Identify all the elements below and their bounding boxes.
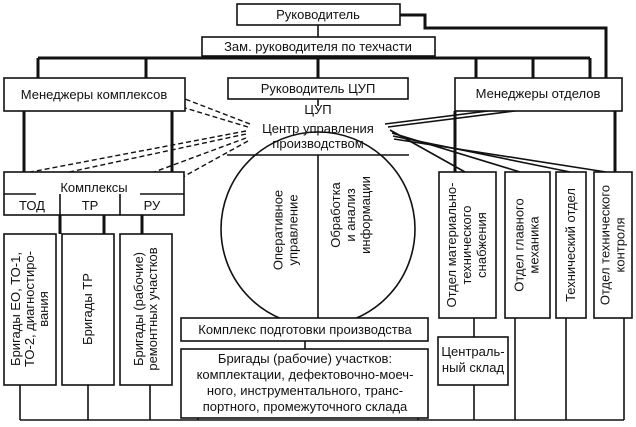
- brigades-sites-label: Бригады (рабочие) участков:комплектации,…: [197, 351, 414, 414]
- box-dept-managers: Менеджеры отделов: [454, 77, 623, 112]
- box-complexes: Комплексы ТОД ТР РУ: [3, 171, 185, 216]
- cup-operational-label: Оперативноеуправление: [271, 190, 301, 270]
- box-dept-tech: Технический отдел: [555, 171, 587, 319]
- dept-managers-label: Менеджеры отделов: [476, 86, 601, 101]
- box-deputy: Зам. руководителя по техчасти: [201, 36, 436, 57]
- tod-label: ТОД: [19, 198, 45, 213]
- complexes-label: Комплексы: [60, 180, 127, 195]
- box-brigades-repair: Бригады (рабочие)ремонтных участков: [119, 233, 173, 386]
- box-dept-mechanic: Отдел главногомеханика: [504, 171, 551, 319]
- dept-supply-label: Отдел материально-техническогоснабжения: [444, 183, 489, 308]
- box-complex-managers: Менеджеры комплексов: [3, 77, 186, 112]
- box-brigades-tr: Бригады ТР: [61, 233, 115, 386]
- cup-head-label: Руководитель ЦУП: [261, 81, 376, 96]
- box-brigades-eo: Бригады ЕО, ТО-1,ТО-2, диагностиро-вания: [3, 233, 57, 386]
- brigades-eo-label: Бригады ЕО, ТО-1,ТО-2, диагностиро-вания: [8, 251, 51, 367]
- dept-control-label: Отдел техническогоконтроля: [598, 185, 628, 305]
- ru-label: РУ: [144, 198, 161, 213]
- box-cup-head: Руководитель ЦУП: [227, 77, 409, 100]
- cup-title: ЦУП: [304, 102, 331, 117]
- head-label: Руководитель: [276, 7, 360, 22]
- box-dept-supply: Отдел материально-техническогоснабжения: [438, 171, 497, 319]
- prep-complex-label: Комплекс подготовки производства: [198, 322, 412, 337]
- box-head: Руководитель: [236, 3, 401, 26]
- tr-label: ТР: [82, 198, 99, 213]
- box-dept-control: Отдел техническогоконтроля: [593, 171, 633, 319]
- box-brigades-sites: Бригады (рабочие) участков:комплектации,…: [180, 348, 429, 419]
- central-warehouse-label: Централь-ный склад: [441, 344, 504, 375]
- connectors: [19, 13, 625, 421]
- box-central-warehouse: Централь-ный склад: [437, 336, 509, 386]
- deputy-label: Зам. руководителя по техчасти: [224, 39, 412, 54]
- brigades-tr-label: Бригады ТР: [80, 273, 95, 345]
- brigades-repair-label: Бригады (рабочие)ремонтных участков: [131, 247, 160, 370]
- cup-analysis-label: Обработкаи анализинформации: [328, 176, 373, 254]
- dept-mechanic-label: Отдел главногомеханика: [512, 198, 542, 292]
- box-prep-complex: Комплекс подготовки производства: [180, 317, 429, 342]
- complex-managers-label: Менеджеры комплексов: [21, 87, 168, 102]
- dept-tech-label: Технический отдел: [563, 188, 578, 302]
